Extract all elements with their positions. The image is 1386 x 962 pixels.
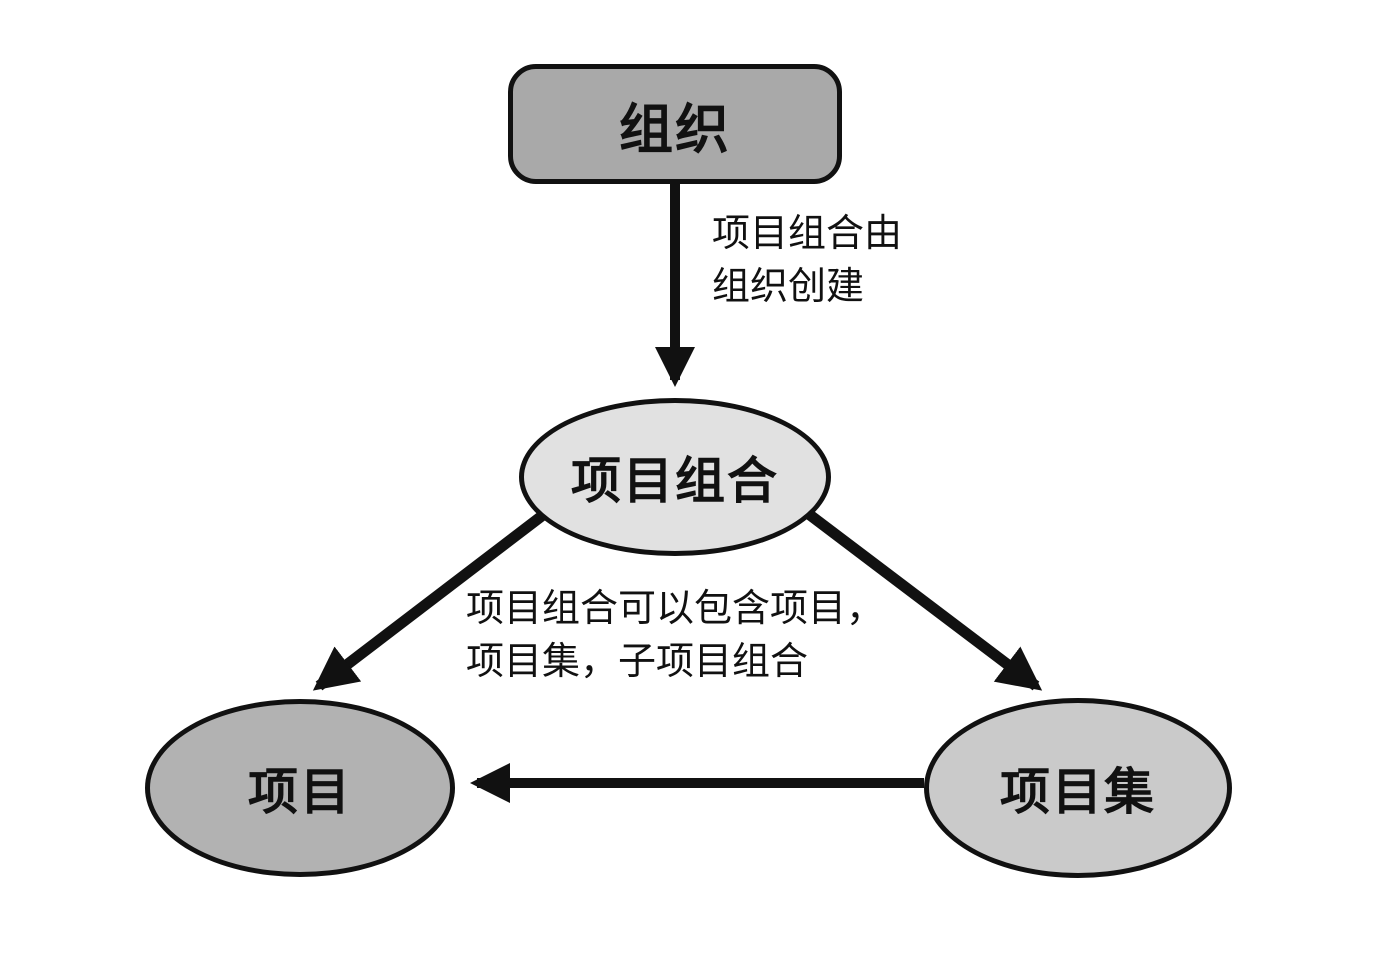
node-project: 项目: [145, 699, 455, 877]
node-program: 项目集: [924, 698, 1232, 878]
edge-label-line: 项目组合可以包含项目，: [466, 588, 885, 630]
node-project-label: 项目: [248, 764, 352, 820]
arrow-portfolio-to-project: [312, 507, 551, 691]
edge-label-line: 组织创建: [712, 266, 865, 308]
node-program-label: 项目集: [1000, 764, 1156, 820]
edge-label-line: 项目组合由: [712, 213, 903, 255]
edge-label-line: 项目集，子项目组合: [466, 641, 809, 683]
edge-label-organization-creates-portfolio: 项目组合由 组织创建: [712, 208, 902, 314]
node-portfolio-label: 项目组合: [571, 453, 779, 509]
edge-label-portfolio-contains: 项目组合可以包含项目， 项目集，子项目组合: [466, 583, 884, 689]
node-organization: 组织: [508, 64, 842, 184]
arrow-portfolio-to-program: [802, 507, 1043, 691]
node-portfolio: 项目组合: [519, 398, 831, 556]
node-organization-label: 组织: [619, 99, 731, 160]
